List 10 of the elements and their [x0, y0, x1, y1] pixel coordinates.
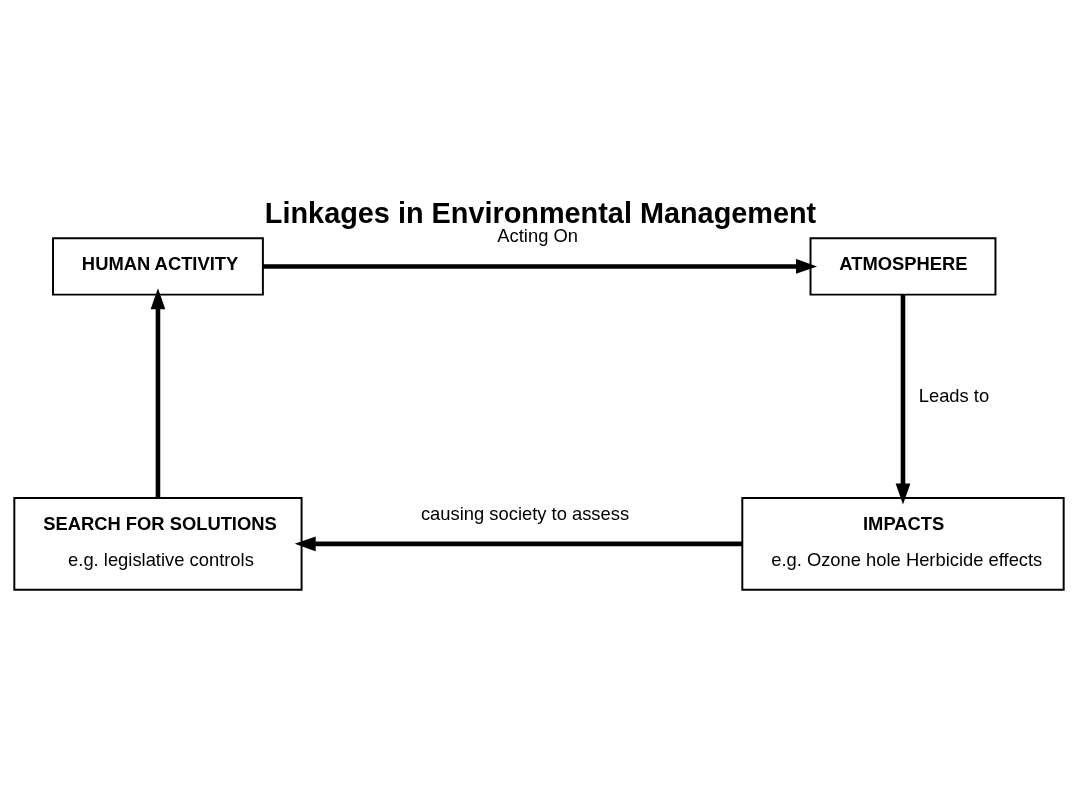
arrow: [263, 258, 818, 274]
node-box: HUMAN ACTIVITY: [52, 236, 264, 296]
node-box: SEARCH FOR SOLUTIONS e.g. legislative controls: [13, 496, 303, 591]
node-box: IMPACTS e.g. Ozone hole Herbicide effects: [741, 496, 1065, 591]
arrow: [150, 287, 166, 498]
node-box: ATMOSPHERE: [809, 236, 997, 296]
arrow: [294, 535, 742, 551]
edge-label: Leads to: [918, 384, 990, 406]
edge-label: causing society to assess: [420, 502, 630, 524]
arrow: [895, 294, 911, 505]
